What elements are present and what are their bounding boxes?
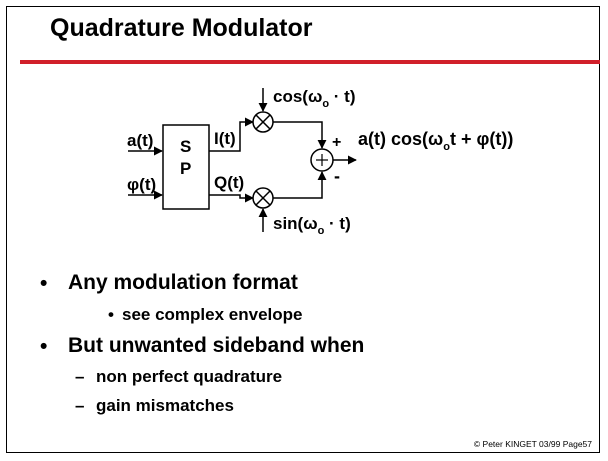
sp-label-p: P: [180, 159, 191, 178]
minus-sign: -: [334, 166, 340, 186]
bullet-1: Any modulation format: [68, 271, 298, 294]
dash-marker: –: [75, 367, 85, 386]
input-phi-label: φ(t): [127, 175, 156, 194]
footer-copyright: © Peter KINGET 03/99 Page57: [473, 439, 592, 449]
plus-sign: +: [332, 134, 341, 151]
bullet-2-sub-2: gain mismatches: [96, 396, 234, 415]
bullet-2-sub-1: non perfect quadrature: [96, 367, 283, 386]
dash-marker: –: [75, 396, 85, 415]
q-path: [209, 193, 254, 203]
i-label: I(t): [214, 129, 236, 148]
lo-cos-label: cos(ωo · t): [273, 87, 356, 110]
title-rule: [20, 60, 600, 64]
input-a-label: a(t): [127, 131, 153, 150]
bullet-dot: •: [40, 272, 48, 295]
bullet-1-sub-1: see complex envelope: [122, 305, 303, 324]
sp-block: [162, 124, 210, 210]
sp-label-s: S: [180, 137, 191, 156]
output-label: a(t) cos(ωot + φ(t)): [358, 129, 513, 153]
slide: [6, 6, 600, 453]
page-title: Quadrature Modulator: [50, 14, 313, 42]
q-label: Q(t): [214, 173, 244, 192]
bullet-2: But unwanted sideband when: [68, 334, 365, 357]
bullet-dot: •: [40, 335, 48, 358]
bottom-to-sum: [273, 171, 327, 199]
bullet-dot: •: [108, 305, 114, 324]
i-path: [209, 117, 254, 152]
top-to-sum: [273, 121, 327, 149]
lo-sin-label: sin(ωo · t): [273, 214, 351, 237]
